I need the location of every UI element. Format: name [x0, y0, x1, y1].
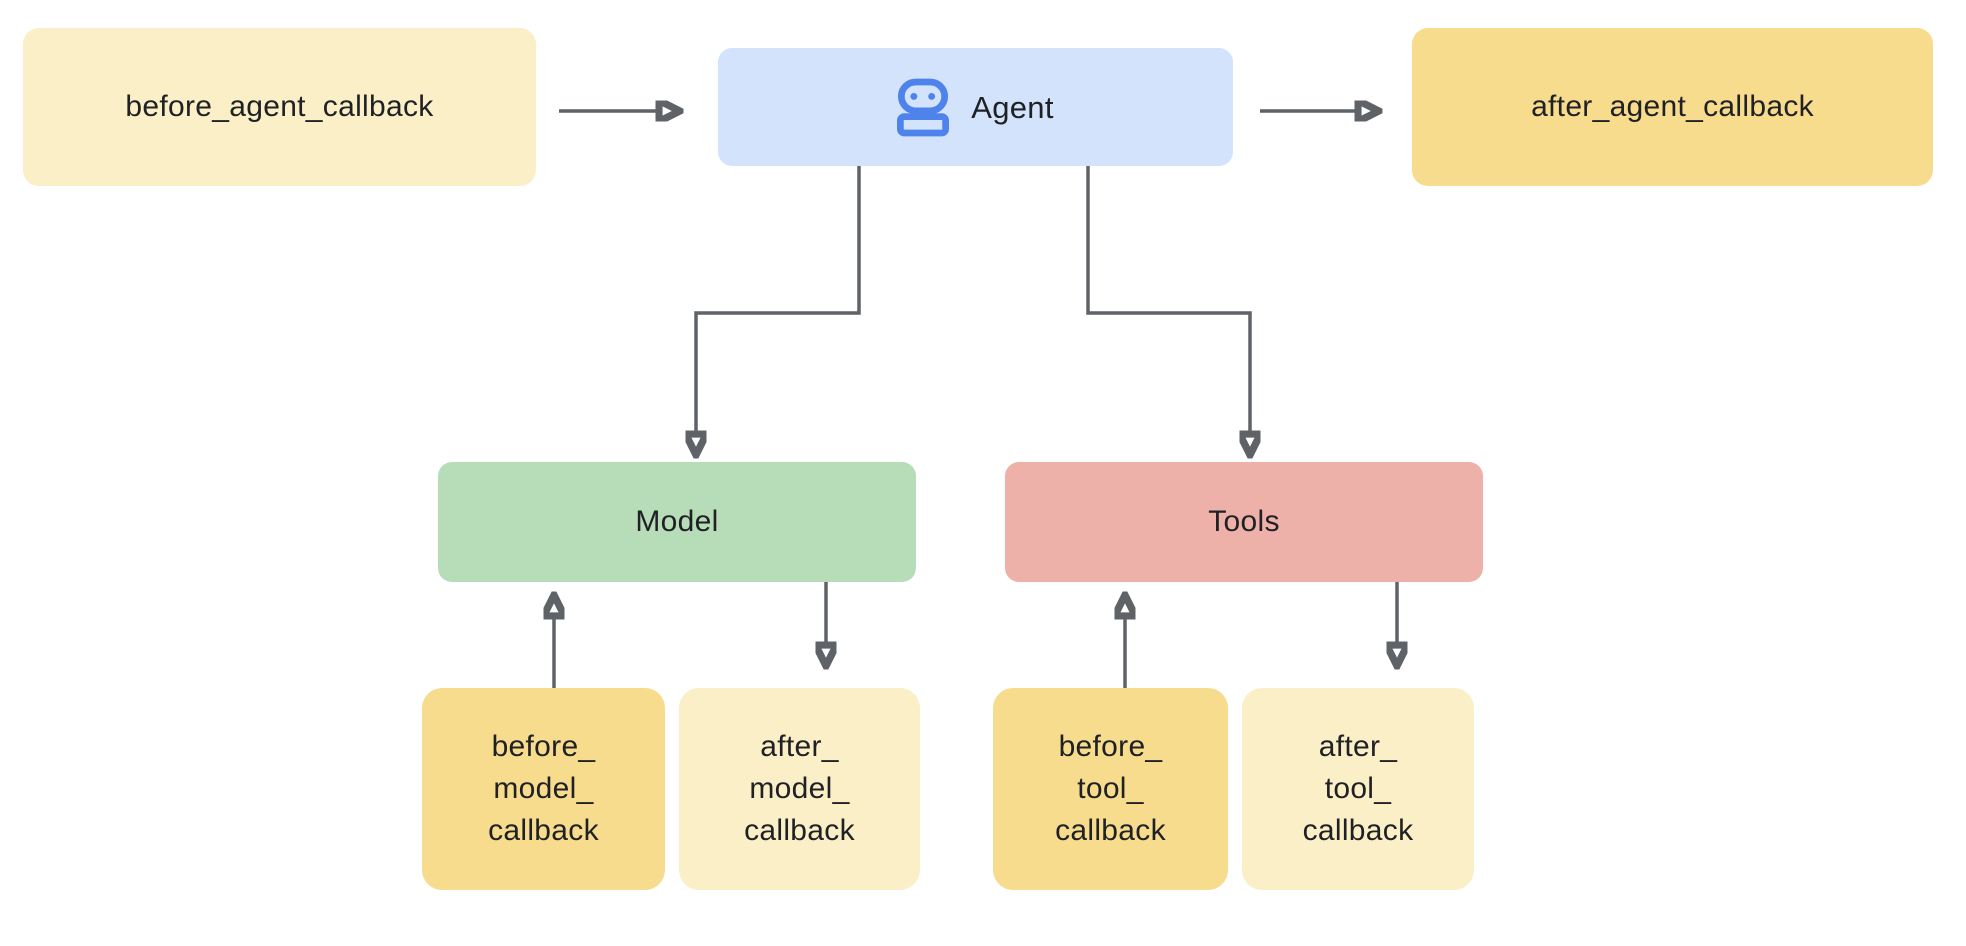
node-before-tool-callback: before_ tool_ callback [993, 688, 1228, 890]
node-after-tool-callback: after_ tool_ callback [1242, 688, 1474, 890]
node-after-tool-callback-label: after_ tool_ callback [1302, 730, 1414, 847]
node-tools: Tools [1005, 462, 1483, 582]
node-after-model-callback: after_ model_ callback [679, 688, 920, 890]
node-model: Model [438, 462, 916, 582]
node-agent-label: Agent [971, 89, 1054, 125]
node-before-agent-callback-label: before_agent_callback [125, 90, 434, 123]
robot-icon [897, 78, 950, 137]
node-before-model-callback-label: before_ model_ callback [488, 730, 599, 847]
node-before-tool-callback-label: before_ tool_ callback [1055, 730, 1166, 847]
edge-agent-to-model [696, 166, 861, 436]
node-after-model-callback-label: after_ model_ callback [744, 730, 855, 847]
edge-agent-to-tools [1086, 166, 1250, 436]
node-model-label: Model [635, 505, 719, 538]
node-agent: Agent [718, 48, 1233, 166]
node-tools-label: Tools [1208, 505, 1280, 538]
node-before-agent-callback: before_agent_callback [23, 28, 536, 186]
node-after-agent-callback: after_agent_callback [1412, 28, 1933, 186]
node-after-agent-callback-label: after_agent_callback [1531, 90, 1814, 123]
node-before-model-callback: before_ model_ callback [422, 688, 665, 890]
